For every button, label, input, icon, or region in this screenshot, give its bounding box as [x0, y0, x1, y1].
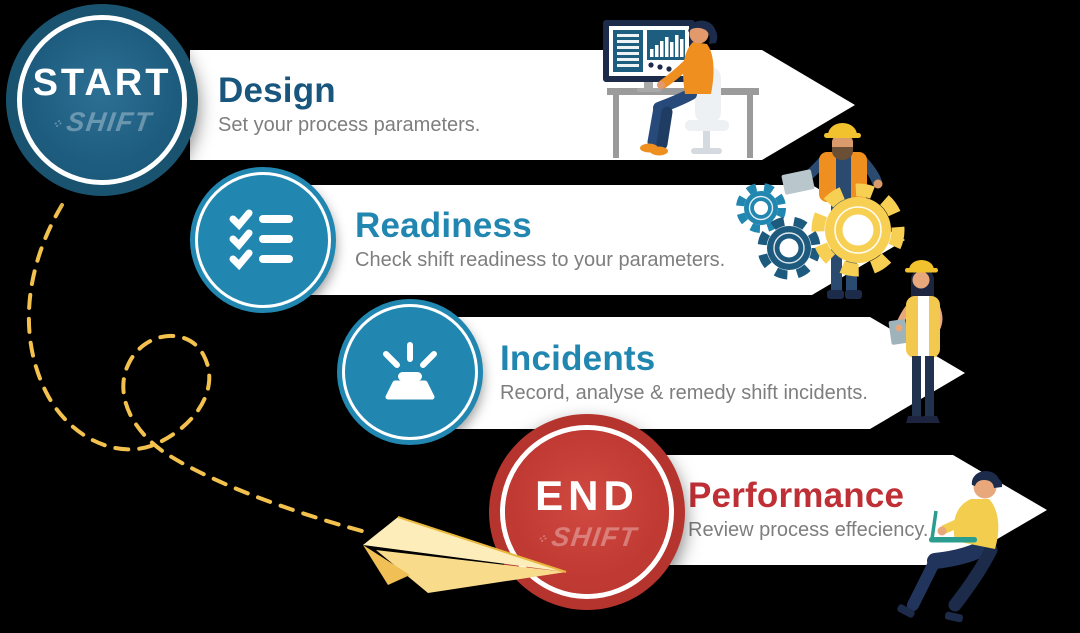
incidents-step-banner: Incidents Record, analyse & remedy shift… — [410, 317, 965, 429]
alert-beacon-icon — [383, 342, 437, 400]
step-description-incidents: Record, analyse & remedy shift incidents… — [500, 382, 868, 405]
shift-logo: SHIFT — [535, 522, 640, 553]
step-title-readiness: Readiness — [355, 205, 532, 245]
step-description-performance: Review process effeciency. — [688, 519, 929, 542]
checklist-icon — [229, 209, 293, 271]
incidents-icon-circle — [337, 299, 483, 445]
shift-logo: SHIFT — [50, 107, 155, 138]
start-shift-badge: START SHIFT — [6, 4, 198, 196]
readiness-step-banner: Readiness Check shift readiness to your … — [263, 185, 905, 295]
step-title-design: Design — [218, 70, 336, 110]
step-title-performance: Performance — [688, 475, 905, 515]
design-step-banner: Design Set your process parameters. — [190, 50, 855, 160]
step-description-readiness: Check shift readiness to your parameters… — [355, 249, 726, 272]
badge-inner: START SHIFT — [22, 20, 182, 180]
end-label: END — [535, 471, 639, 519]
step-description-design: Set your process parameters. — [218, 114, 481, 137]
badge-inner: END SHIFT — [505, 430, 669, 594]
readiness-icon-circle — [190, 167, 336, 313]
end-shift-badge: END SHIFT — [489, 414, 685, 610]
step-title-incidents: Incidents — [500, 338, 656, 378]
badge-ring — [17, 15, 187, 185]
badge-ring — [500, 425, 674, 599]
start-label: START — [32, 62, 172, 104]
